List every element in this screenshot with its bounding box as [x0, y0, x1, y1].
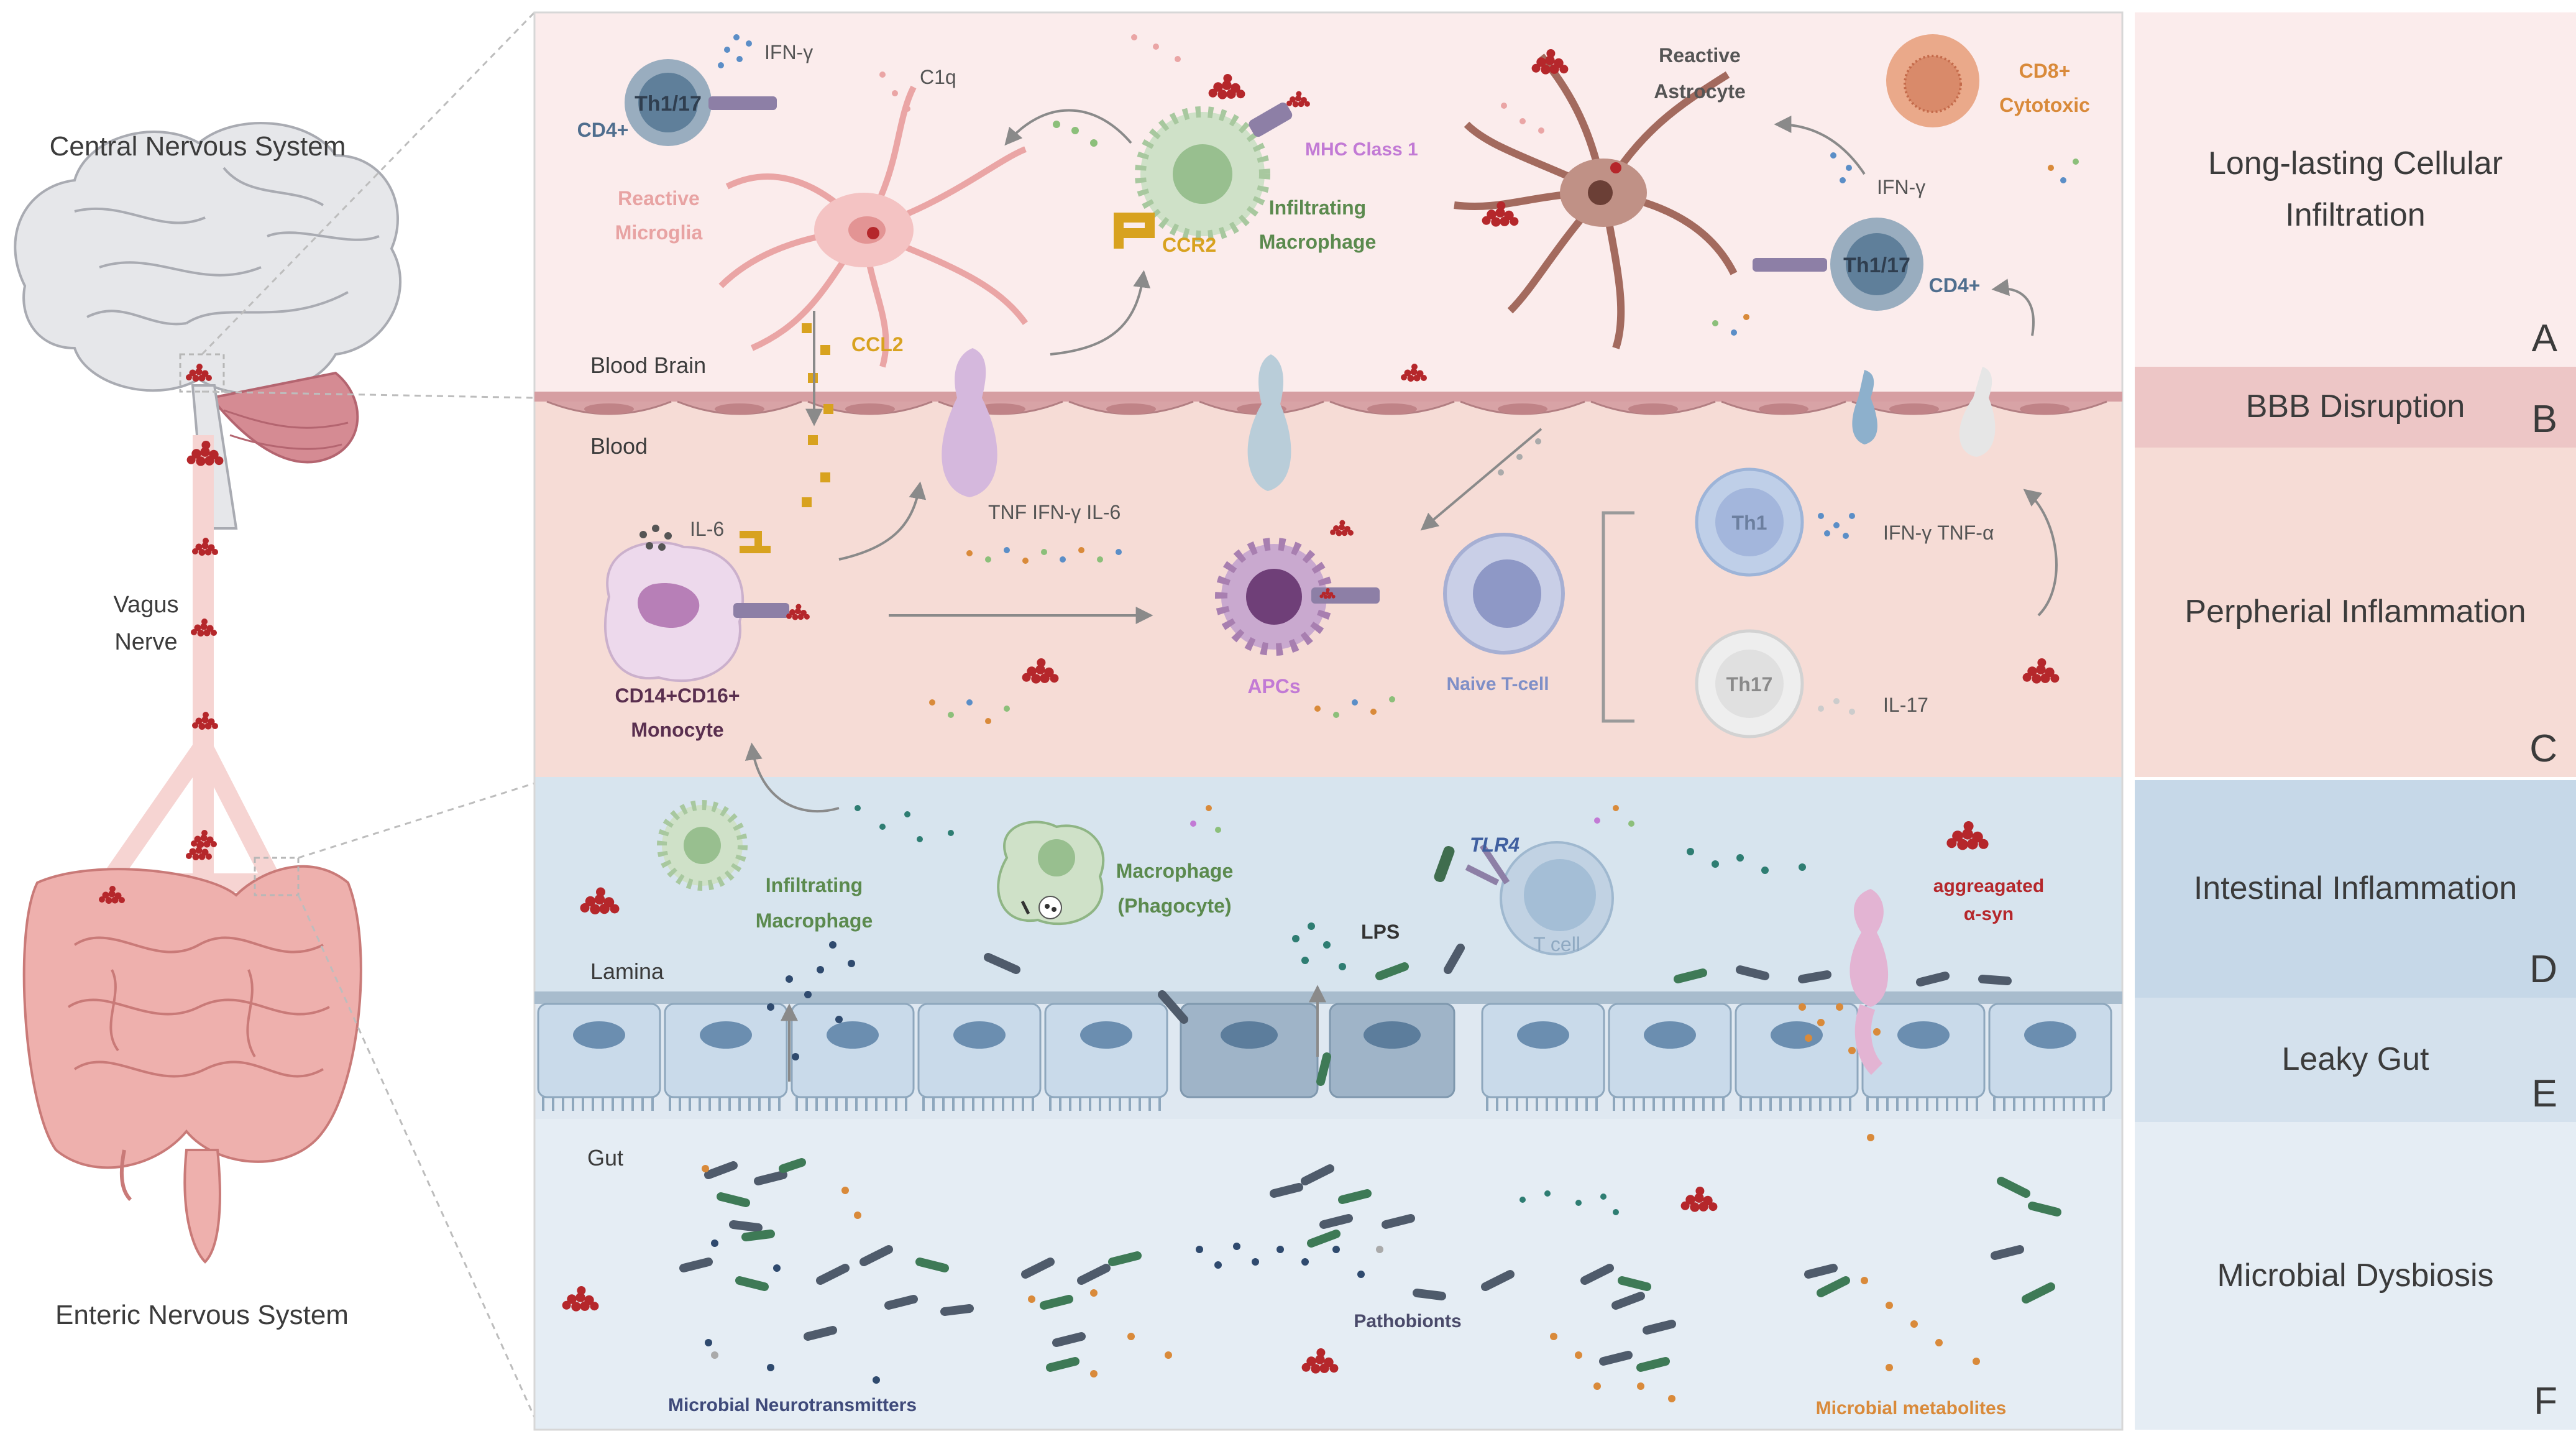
main-panels: [533, 11, 2124, 1431]
stage-c-letter: C: [2529, 727, 2557, 770]
cd4-right-label: CD4+: [1929, 274, 1981, 297]
th1-output-label: IFN-γ TNF-α: [1883, 522, 1994, 544]
ccl2-chemokines: [802, 323, 833, 507]
naive-t-cell: [1443, 533, 1565, 655]
th1-label: Th1: [1732, 512, 1767, 534]
stage-b-letter: B: [2531, 398, 2557, 441]
c1q-label: C1q: [920, 66, 956, 88]
phagocyte-macrophage: [997, 821, 1105, 926]
macrophage-cns-label-1: Infiltrating: [1269, 196, 1366, 219]
asyn-label-1: aggreagated: [1933, 876, 2044, 896]
th117-top-label: Th1/17: [635, 92, 702, 116]
cd8-label-2: Cytotoxic: [1999, 94, 2090, 116]
stage-e-letter: E: [2531, 1072, 2557, 1115]
gut-epithelium: [534, 991, 2122, 1112]
vagus-label-2: Nerve: [114, 629, 177, 655]
reactive-microglia: [718, 85, 1029, 368]
stage-panel-e: Leaky Gut E: [2135, 998, 2576, 1122]
stage-d-letter: D: [2529, 948, 2557, 991]
gut-macrophage-label-1: Infiltrating: [766, 874, 863, 896]
monocyte-label-1: CD14+CD16+: [615, 684, 740, 707]
neurotransmitters-label: Microbial Neurotransmitters: [668, 1395, 917, 1415]
gut-arrows: [781, 985, 1326, 1082]
cd8-label-1: CD8+: [2019, 60, 2071, 82]
tlr4-label: TLR4: [1470, 834, 1519, 856]
ccl2-label: CCL2: [851, 333, 904, 356]
vagus-label: Vagus: [114, 592, 179, 618]
cns-arrows: [805, 109, 2035, 426]
cd14-cd16-monocyte: [603, 531, 810, 683]
bacteria: [679, 944, 2061, 1372]
il6-label: IL-6: [690, 518, 724, 540]
vagus-nerve: [74, 435, 324, 921]
ifng-right-label: IFN-γ: [1877, 176, 1925, 198]
cytokines-label: TNF IFN-γ IL-6: [988, 501, 1121, 523]
th117-right-label: Th1/17: [1843, 254, 1910, 277]
lamina-label: Lamina: [590, 959, 664, 984]
stage-panel-c: Perpherial Inflammation C: [2135, 448, 2576, 777]
blood-label: Blood: [590, 433, 648, 459]
metabolites-label: Microbial metabolites: [1816, 1398, 2007, 1419]
blood-arrows: [745, 428, 2058, 813]
cns-label: Central Nervous System: [50, 131, 346, 162]
th17-output-label: IL-17: [1883, 694, 1928, 716]
gut-t-cell-label: T cell: [1533, 933, 1580, 955]
th117-cell-right: [1753, 218, 1923, 311]
metabolite-dots: [702, 805, 1980, 1402]
cns-cytokine-dots: [718, 34, 2079, 336]
monocyte-label-2: Monocyte: [631, 719, 723, 741]
ens-label: Enteric Nervous System: [55, 1300, 349, 1330]
reactive-astrocyte: [1454, 53, 1738, 349]
apc-cell: [1215, 538, 1380, 656]
stage-e-title: Leaky Gut: [2281, 1041, 2429, 1078]
cd4-top-label: CD4+: [577, 119, 629, 141]
stage-panel-f: Microbial Dysbiosis F: [2135, 1122, 2576, 1430]
stage-f-title: Microbial Dysbiosis: [2217, 1257, 2494, 1294]
th17-cell: [1695, 629, 1804, 738]
phagocyte-label-1: Macrophage: [1116, 860, 1233, 882]
infiltrating-macrophage-gut: [657, 800, 748, 891]
stage-a-letter: A: [2531, 317, 2557, 360]
mhc-label: MHC Class 1: [1305, 139, 1418, 160]
gut-t-cell: [1434, 841, 1614, 955]
blood-brain-label: Blood Brain: [590, 352, 706, 378]
phagocyte-label-2: (Phagocyte): [1117, 894, 1231, 917]
stage-a-title-2: Infiltration: [2285, 197, 2426, 233]
ccr2-label: CCR2: [1162, 234, 1216, 256]
macrophage-cns-label-2: Macrophage: [1259, 231, 1376, 253]
differentiation-bracket: [1602, 511, 1634, 723]
gut-label: Gut: [587, 1145, 623, 1170]
blood-brain-barrier: [534, 392, 2122, 416]
stage-c-title: Perpherial Inflammation: [2184, 594, 2526, 630]
gut-macrophage-label-2: Macrophage: [756, 909, 873, 932]
ifng-top-label: IFN-γ: [764, 41, 813, 63]
astrocyte-label-2: Astrocyte: [1654, 80, 1746, 103]
infiltrating-macrophage-cns: [1114, 102, 1293, 249]
stage-panel-b: BBB Disruption B: [2135, 367, 2576, 448]
th117-cell-top: [625, 59, 777, 146]
transmigrating-cell-gut: [1849, 889, 1889, 1075]
intestine-illustration: [22, 842, 362, 1264]
microglia-label-2: Microglia: [615, 221, 703, 244]
stage-a-title-1: Long-lasting Cellular: [2207, 145, 2503, 182]
zoom-lines: [201, 11, 536, 1418]
stage-b-title: BBB Disruption: [2245, 389, 2465, 425]
stage-panel-d: Intestinal Inflammation D: [2135, 780, 2576, 998]
lps-label: LPS: [1361, 921, 1400, 943]
th17-label: Th17: [1726, 673, 1773, 696]
stage-d-title: Intestinal Inflammation: [2193, 870, 2518, 907]
stage-f-letter: F: [2534, 1380, 2557, 1423]
astrocyte-label-1: Reactive: [1659, 44, 1741, 67]
naive-t-cell-label: Naive T-cell: [1446, 674, 1549, 694]
transmigrating-cells: [942, 348, 1996, 497]
apcs-label: APCs: [1247, 675, 1300, 697]
asyn-label-2: α-syn: [1964, 904, 2014, 924]
pathobionts-label: Pathobionts: [1354, 1311, 1461, 1331]
th1-cell: [1695, 467, 1804, 577]
microglia-label-1: Reactive: [618, 187, 700, 209]
cd8-cytotoxic-cell: [1886, 34, 1979, 127]
blood-cytokine-dots: [639, 438, 1855, 724]
